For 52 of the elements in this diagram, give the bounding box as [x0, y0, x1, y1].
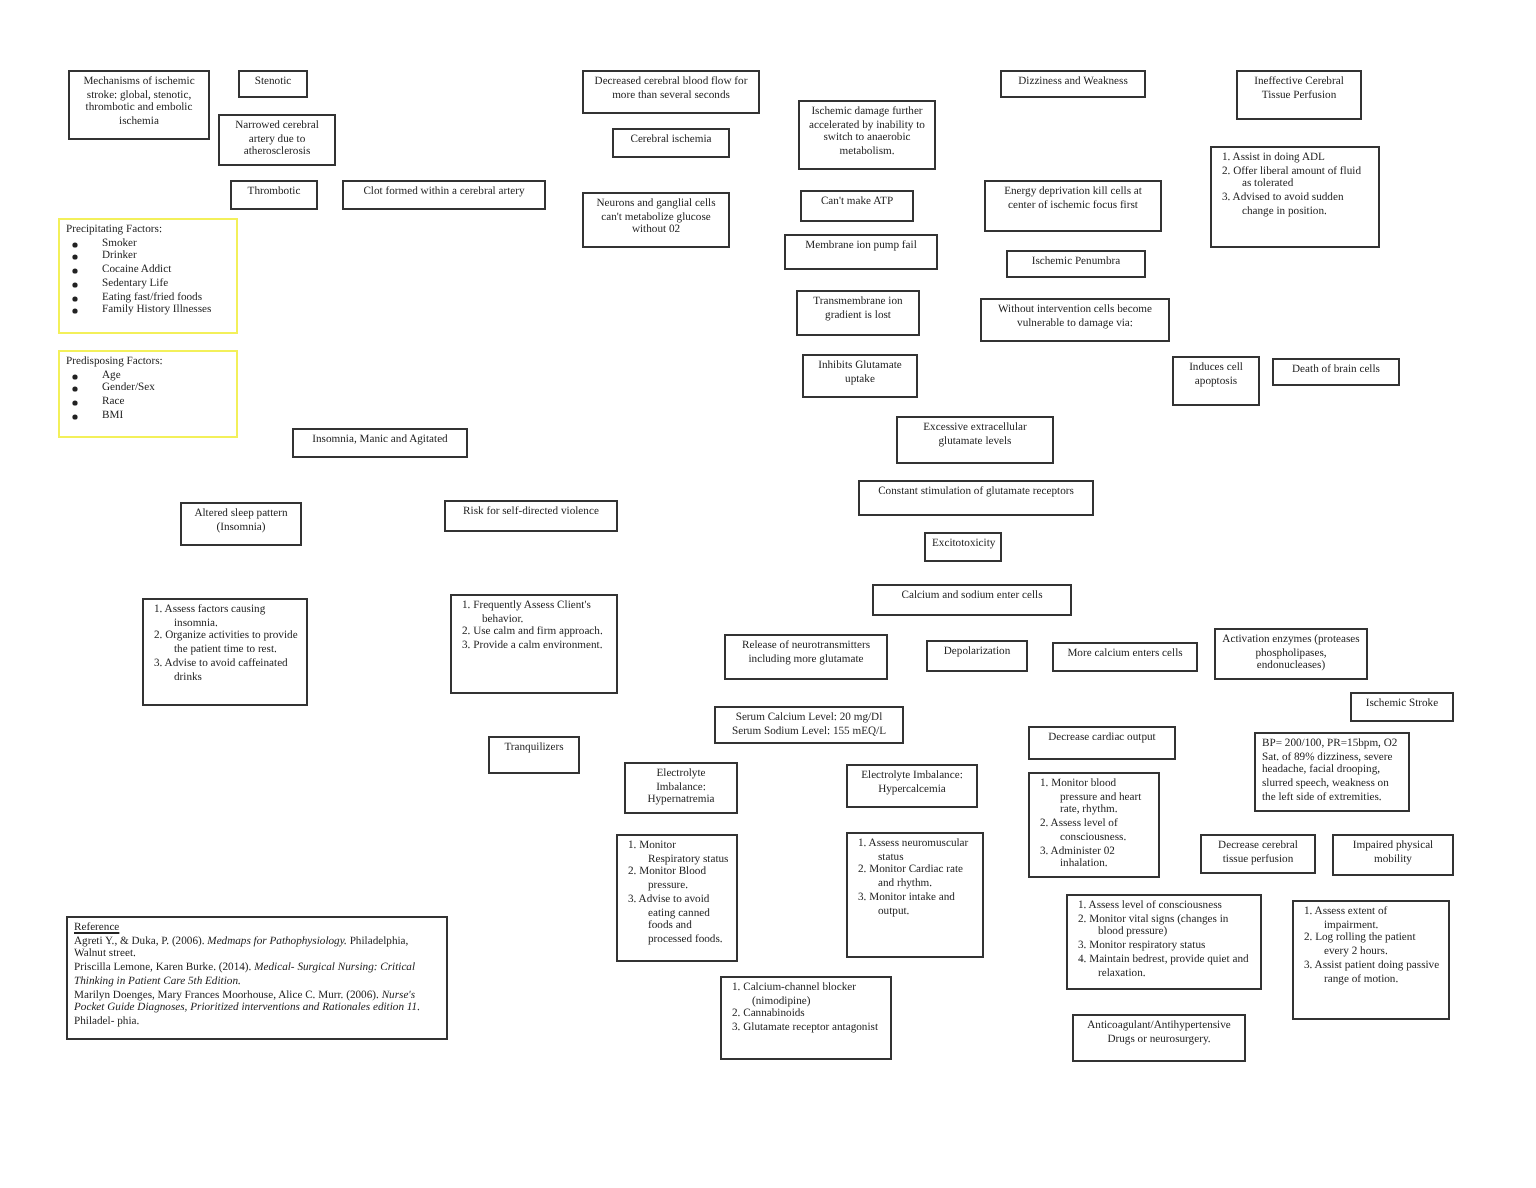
intervention-box [450, 594, 618, 694]
concept-box [1272, 358, 1400, 386]
concept-box [1200, 834, 1316, 874]
factor-box [58, 218, 238, 334]
concept-box [724, 634, 888, 680]
concept-box [582, 70, 760, 114]
concept-box [846, 764, 978, 808]
concept-box [444, 500, 618, 532]
intervention-box [142, 598, 308, 706]
concept-box [488, 736, 580, 774]
concept-box [1000, 70, 1146, 98]
concept-box [292, 428, 468, 458]
concept-box [1236, 70, 1362, 120]
concept-box [180, 502, 302, 546]
intervention-box [616, 834, 738, 962]
concept-box [984, 180, 1162, 232]
concept-box [1350, 692, 1454, 722]
concept-box [1052, 642, 1198, 672]
concept-box [872, 584, 1072, 616]
concept-box [612, 128, 730, 158]
concept-box [926, 640, 1028, 672]
concept-box [1172, 356, 1260, 406]
concept-box [798, 100, 936, 170]
intervention-box [720, 976, 892, 1060]
concept-box [1214, 628, 1368, 681]
intervention-box [1292, 900, 1450, 1020]
concept-box [784, 234, 938, 270]
concept-box [68, 70, 210, 140]
concept-box [342, 180, 546, 210]
concept-box [218, 114, 336, 167]
concept-box [230, 180, 318, 210]
concept-box [800, 190, 914, 222]
concept-box [1006, 250, 1146, 278]
concept-box [624, 762, 738, 815]
intervention-box [1066, 894, 1262, 990]
intervention-box [1028, 772, 1160, 878]
concept-box [924, 532, 1002, 562]
intervention-box [1210, 146, 1380, 248]
concept-box [1332, 834, 1454, 876]
intervention-box [846, 832, 984, 958]
concept-box [796, 290, 920, 336]
concept-box [1072, 1014, 1246, 1062]
concept-box [582, 192, 730, 248]
reference-box [66, 916, 448, 1040]
concept-box [714, 706, 904, 745]
concept-box [896, 416, 1054, 464]
concept-box [1028, 726, 1176, 760]
concept-box [238, 70, 308, 98]
concept-box [858, 480, 1094, 516]
concept-box [980, 298, 1170, 342]
concept-box [802, 354, 918, 398]
factor-box [58, 350, 238, 438]
